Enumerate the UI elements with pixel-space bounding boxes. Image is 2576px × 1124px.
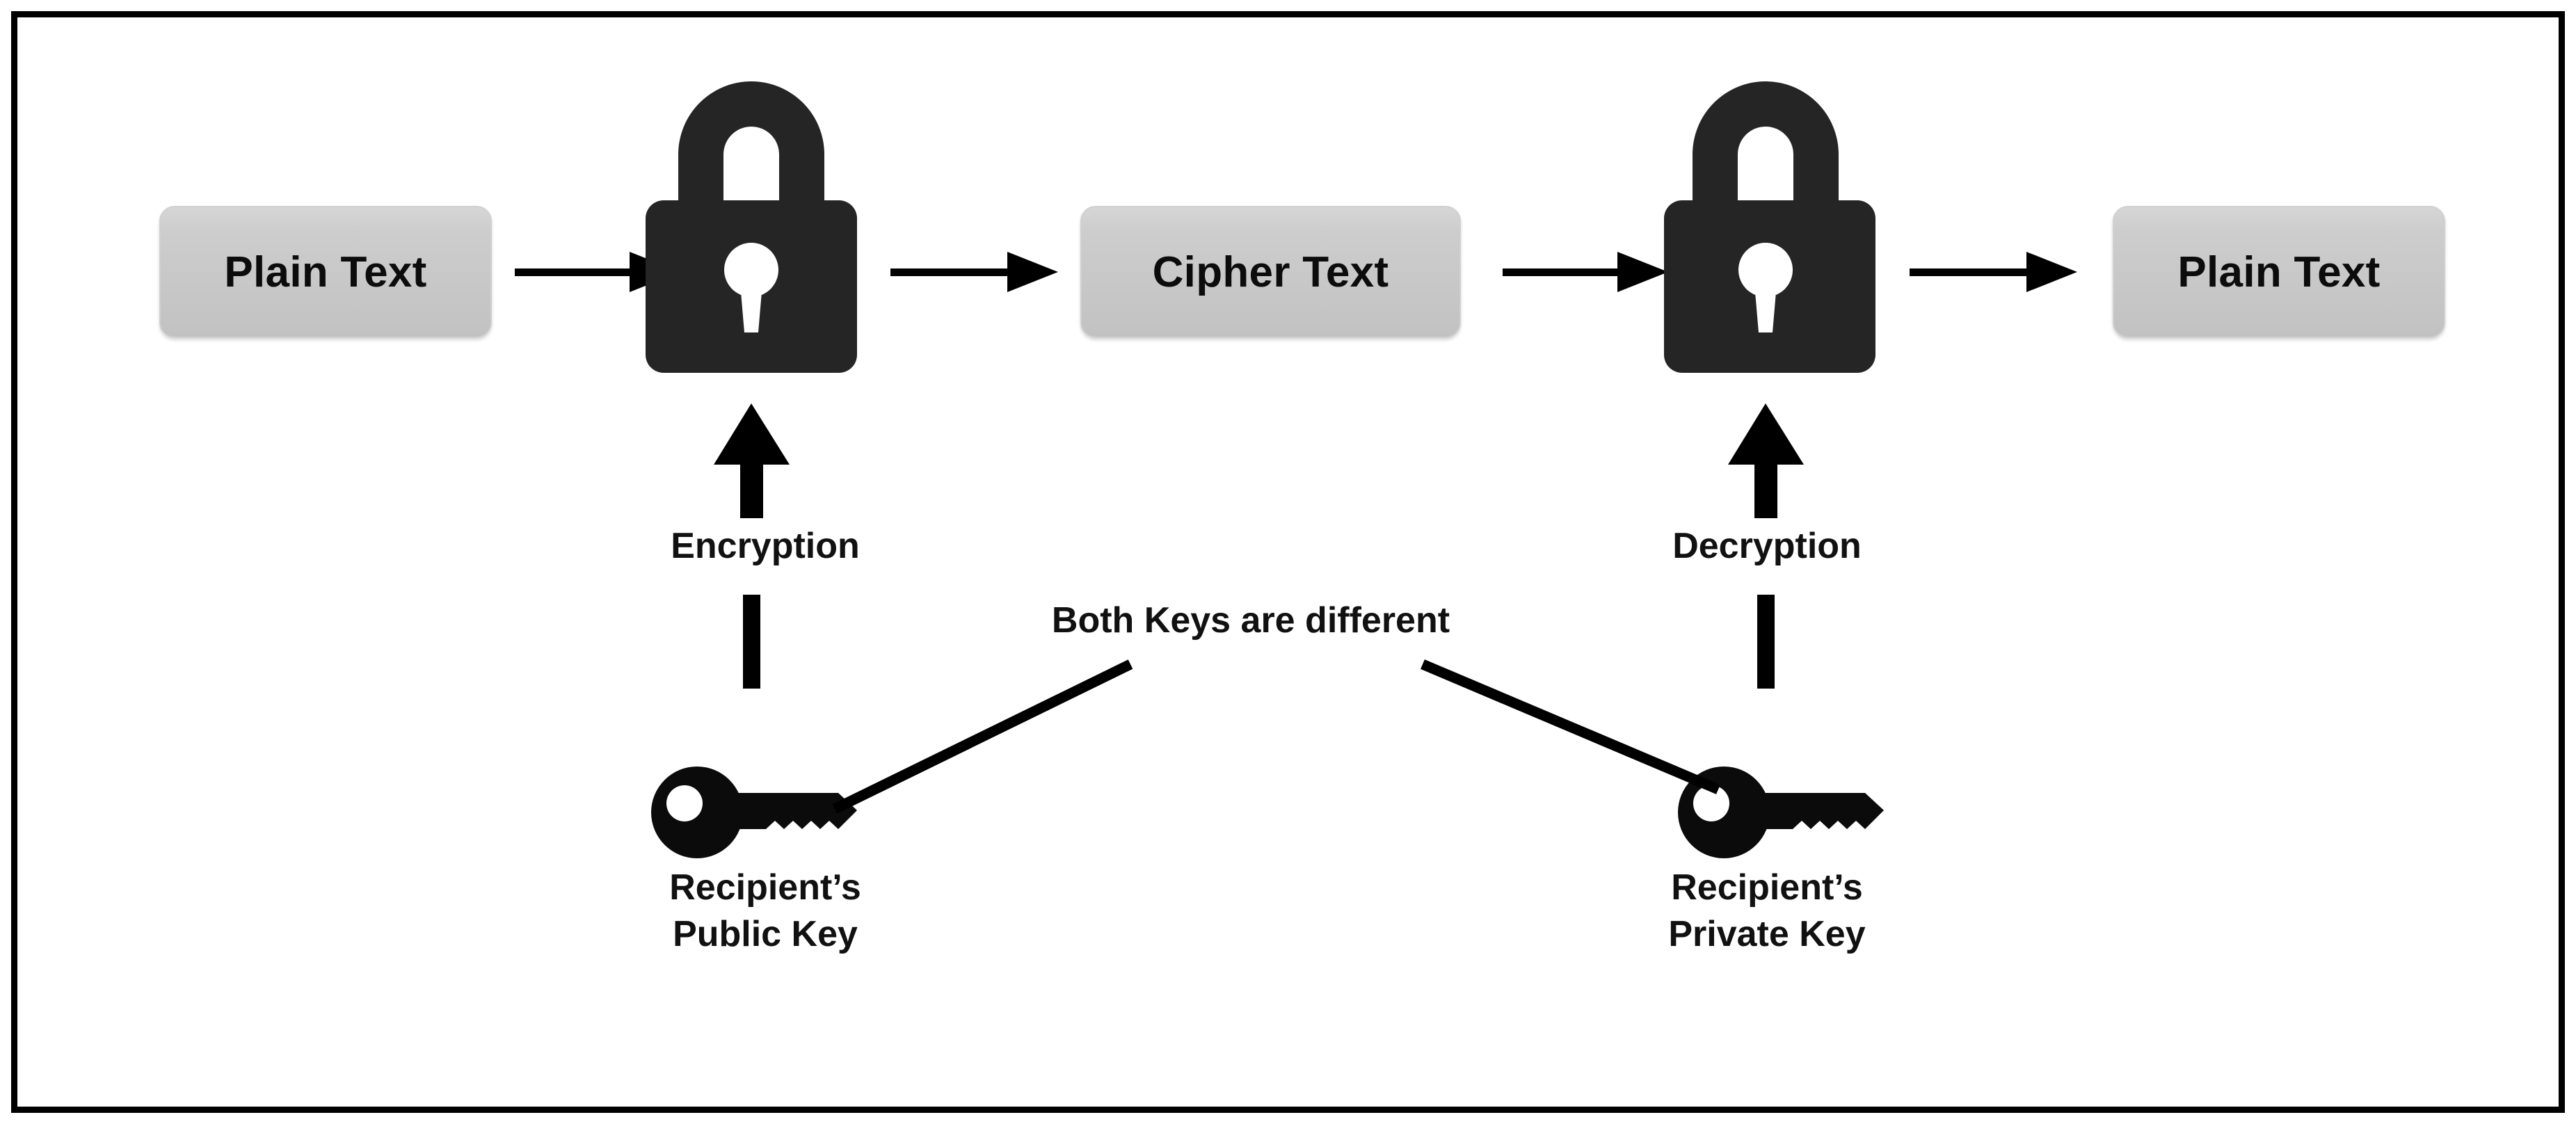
connector-public-key-to-note (832, 659, 1133, 814)
private-key-label: Recipient’s Private Key (1530, 865, 2003, 957)
cipher-text-box[interactable]: Cipher Text (1080, 206, 1461, 338)
plain-text-label-left: Plain Text (224, 248, 427, 296)
diagram-frame (11, 11, 2565, 1113)
key-icon-public (651, 766, 857, 858)
plain-text-box-right[interactable]: Plain Text (2113, 206, 2445, 338)
key-icon-private (1678, 766, 1884, 858)
connector-private-key-to-note (1421, 659, 1720, 794)
arrow-unlock-to-plain (1910, 252, 2077, 292)
public-key-label: Recipient’s Public Key (529, 865, 1002, 957)
stem-decryption (1757, 595, 1775, 689)
arrow-cipher-to-unlock (1503, 252, 1668, 292)
public-key-label-line1: Recipient’s (669, 867, 861, 908)
stem-encryption (743, 595, 760, 689)
cipher-text-label: Cipher Text (1152, 248, 1389, 296)
arrow-lock-to-cipher (890, 252, 1058, 292)
lock-closed-icon (646, 81, 857, 373)
both-keys-note: Both Keys are different (1051, 600, 1450, 641)
arrow-up-decryption (1728, 403, 1804, 518)
arrow-up-encryption (714, 403, 790, 518)
plain-text-box-left[interactable]: Plain Text (159, 206, 492, 338)
public-key-label-line2: Public Key (673, 913, 858, 954)
encryption-label: Encryption (671, 526, 860, 566)
plain-text-label-right: Plain Text (2177, 248, 2381, 296)
private-key-label-line2: Private Key (1668, 913, 1866, 954)
lock-open-icon (1664, 81, 1875, 373)
private-key-label-line1: Recipient’s (1671, 867, 1863, 908)
decryption-label: Decryption (1672, 526, 1862, 566)
